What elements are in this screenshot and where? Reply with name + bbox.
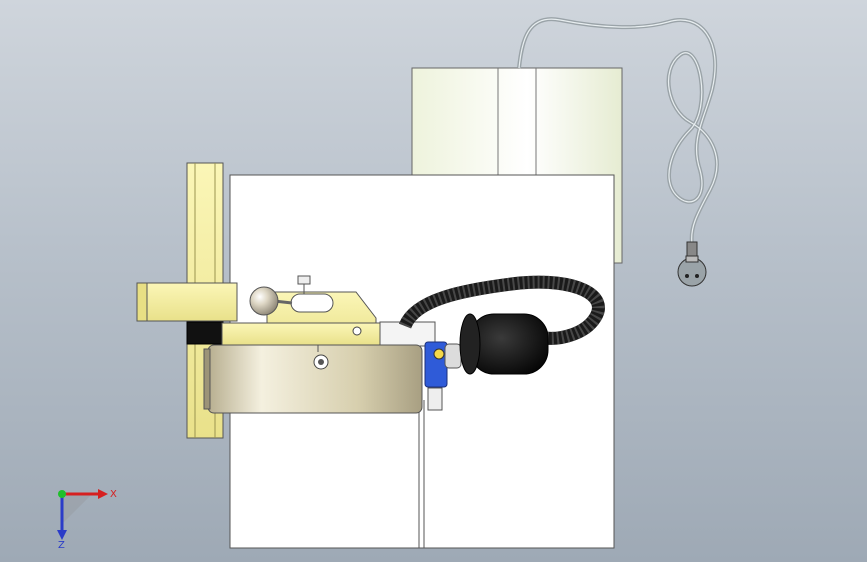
power-cord[interactable]: [517, 17, 719, 245]
x-axis-head: [98, 489, 108, 499]
blue-connector[interactable]: [424, 341, 462, 411]
arm-tube[interactable]: [136, 282, 238, 345]
triad-plane: [62, 494, 92, 524]
z-axis-head: [57, 530, 67, 540]
flex-hose[interactable]: [398, 275, 605, 345]
rotary-drum[interactable]: [203, 344, 423, 414]
coordinate-triad: X Z: [57, 489, 117, 548]
knob-ball[interactable]: [249, 286, 293, 316]
plug[interactable]: [677, 241, 707, 287]
y-axis-dot: [58, 490, 66, 498]
magnet-cap[interactable]: [459, 313, 549, 375]
z-axis-label: Z: [58, 540, 65, 548]
x-axis-label: X: [110, 489, 117, 500]
clamp-body[interactable]: [221, 275, 436, 347]
